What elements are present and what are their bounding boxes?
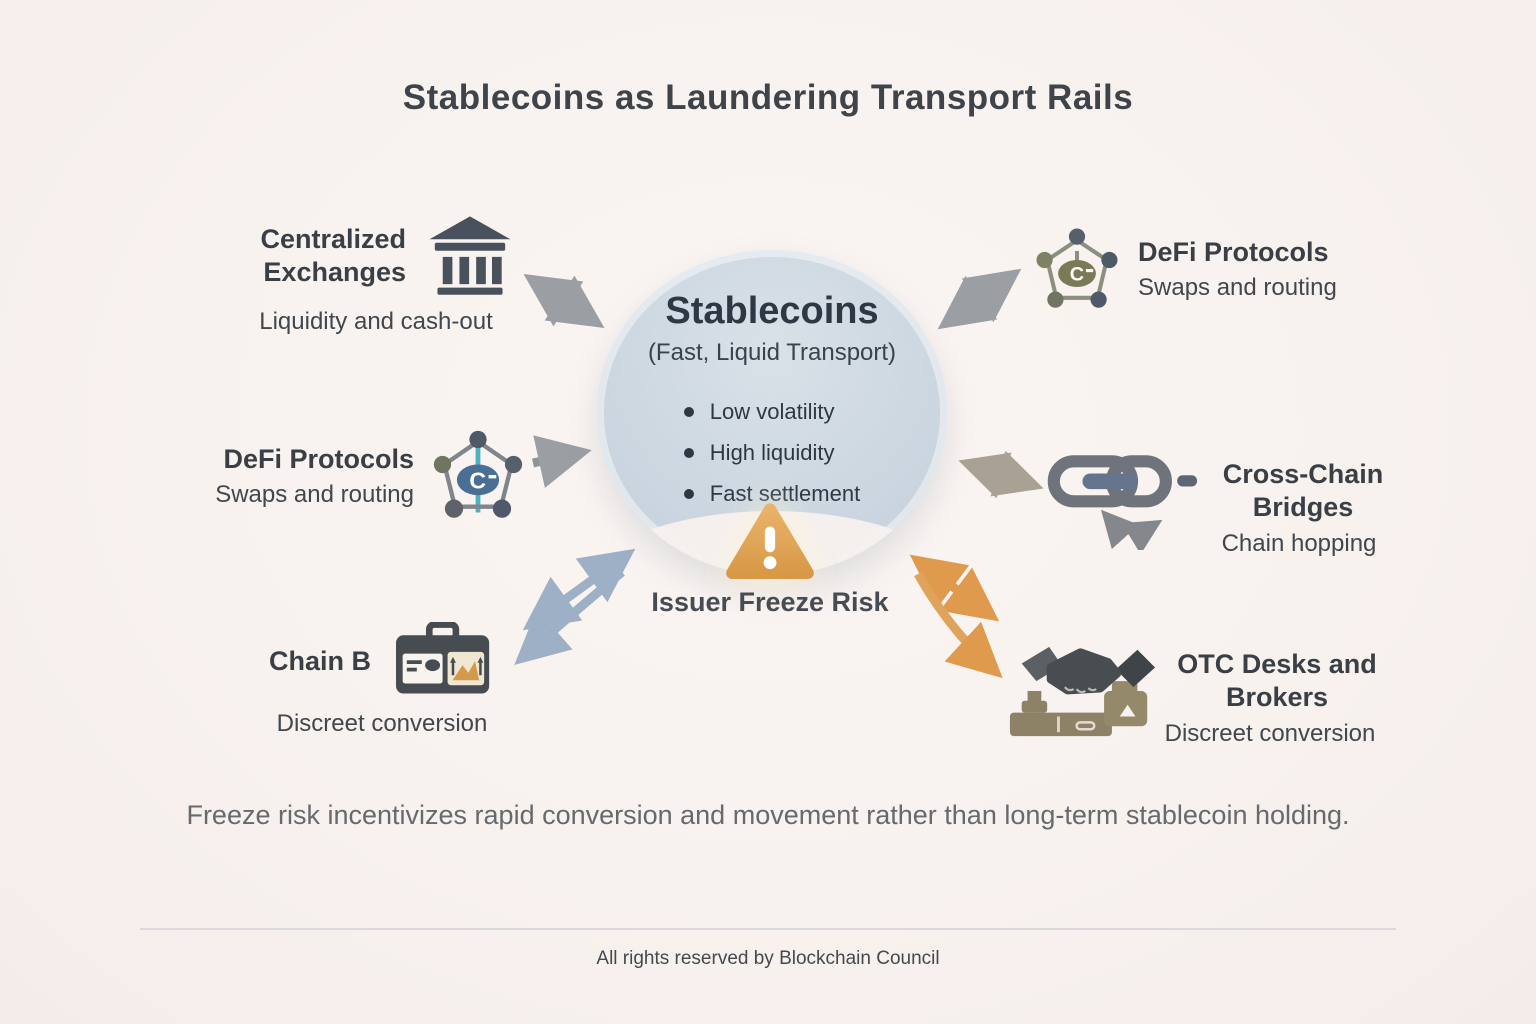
chain-link-icon: [1047, 455, 1198, 550]
bullet-dot: [683, 406, 694, 417]
node-defi-protocols-right: C DeFi Protocols Swaps and routing: [1032, 224, 1372, 314]
node-centralized-exchanges: Centralized Exchanges Liquidity and cash…: [238, 212, 514, 336]
node-title: Centralized Exchanges: [260, 224, 406, 287]
bullet-item: Low volatility: [683, 391, 860, 432]
warning-triangle-icon: [726, 503, 814, 579]
bullet-item: Fast settlement: [683, 473, 861, 514]
bullet-dot: [683, 488, 694, 499]
footer-divider: [140, 928, 1396, 930]
briefcase-icon: [396, 622, 490, 694]
copyright-text: All rights reserved by Blockchain Counci…: [596, 948, 940, 969]
central-heading: Stablecoins: [665, 290, 879, 332]
central-bullet-list: Low volatility High liquidity Fast settl…: [683, 391, 861, 514]
bullet-text: Fast settlement: [709, 481, 861, 506]
svg-text:C: C: [469, 467, 486, 493]
node-title: Cross-Chain Bridges: [1222, 459, 1384, 522]
arrow-top-right: [937, 268, 1022, 330]
bullet-dot: [683, 447, 694, 458]
bullet-item: High liquidity: [683, 432, 860, 473]
network-icon: C: [1036, 228, 1118, 308]
arrow-top-left: [523, 274, 605, 328]
arrow-mid-left: [532, 435, 592, 489]
bank-icon: [429, 216, 511, 295]
bullet-text: High liquidity: [709, 440, 835, 465]
arrow-mid-right: [958, 450, 1044, 499]
node-subtitle: Liquidity and cash-out: [259, 308, 493, 335]
node-chain-b: Chain B Discreet conversion: [266, 622, 498, 738]
node-subtitle: Swaps and routing: [1138, 273, 1337, 301]
node-subtitle: Chain hopping: [1221, 529, 1377, 557]
network-icon: C: [433, 430, 523, 518]
node-title: DeFi Protocols: [223, 443, 414, 474]
node-defi-protocols-left: DeFi Protocols Swaps and routing C: [200, 428, 526, 524]
node-title: Chain B: [268, 646, 371, 677]
bullet-text: Low volatility: [709, 399, 835, 424]
node-subtitle: Swaps and routing: [215, 481, 414, 509]
svg-text:C: C: [1070, 264, 1084, 286]
issuer-freeze-risk-label: Issuer Freeze Risk: [651, 587, 889, 617]
node-otc-desks-brokers: OTC Desks and Brokers Discreet conversio…: [1006, 634, 1391, 748]
node-title: DeFi Protocols: [1138, 237, 1329, 268]
node-title: OTC Desks and Brokers: [1177, 649, 1377, 712]
node-cross-chain-bridges: Cross-Chain Bridges Chain hopping: [1046, 450, 1396, 558]
handshake-icon: [1009, 646, 1156, 737]
footer-note: Freeze risk incentivizes rapid conversio…: [186, 800, 1350, 830]
node-subtitle: Discreet conversion: [276, 710, 488, 737]
central-subheading: (Fast, Liquid Transport): [647, 339, 897, 366]
page-title: Stablecoins as Laundering Transport Rail…: [402, 78, 1134, 117]
node-subtitle: Discreet conversion: [1164, 719, 1376, 747]
